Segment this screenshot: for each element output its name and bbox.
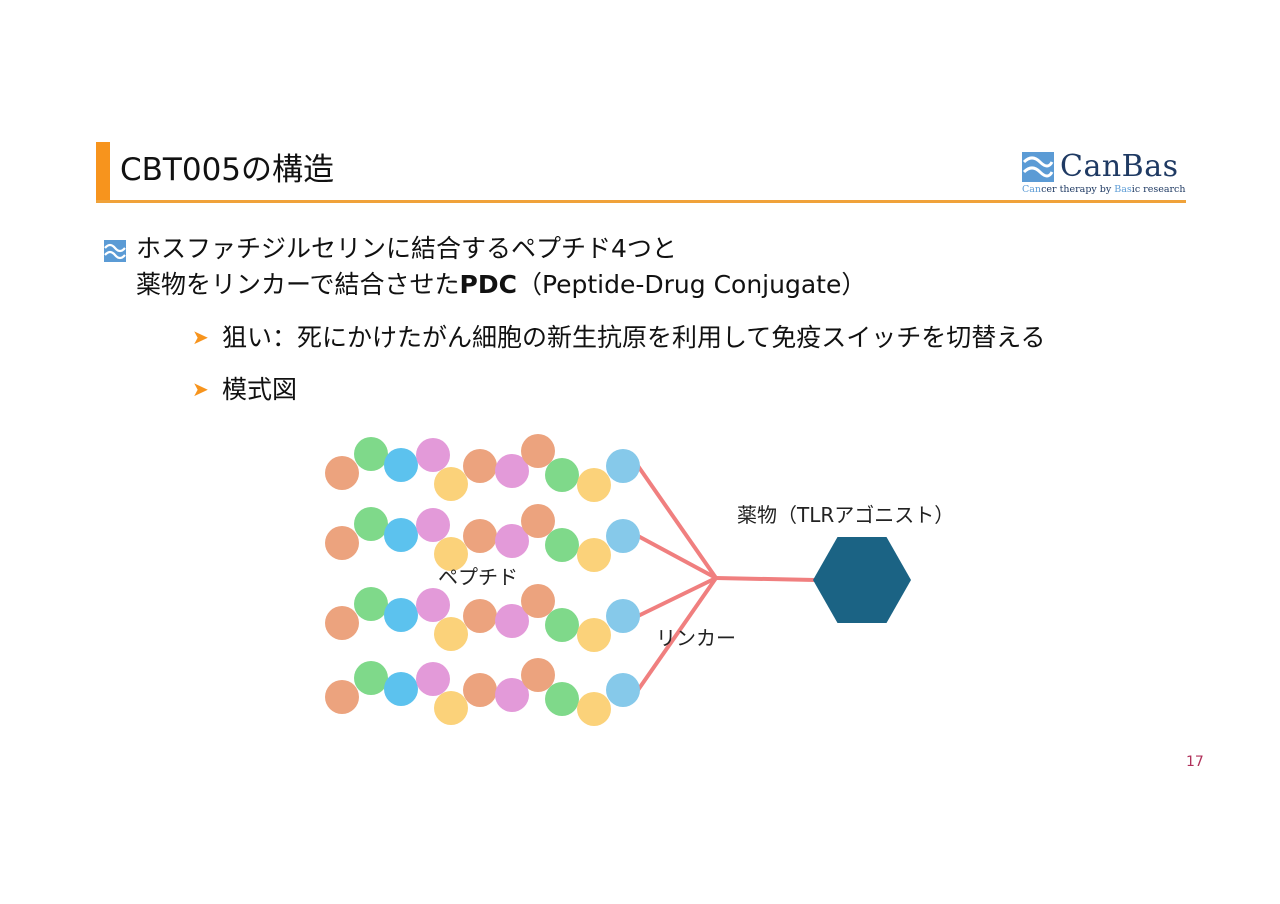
peptide-bead — [325, 526, 359, 560]
linker-lines — [636, 464, 816, 692]
peptide-bead — [325, 456, 359, 490]
peptide-bead — [416, 508, 450, 542]
peptide-bead — [521, 584, 555, 618]
peptide-bead — [545, 458, 579, 492]
peptide-bead — [463, 599, 497, 633]
peptide-bead — [463, 519, 497, 553]
peptide-bead — [325, 680, 359, 714]
peptide-bead — [416, 588, 450, 622]
peptide-bead — [521, 434, 555, 468]
peptide-bead — [521, 658, 555, 692]
peptide-bead — [545, 682, 579, 716]
linker-line — [636, 464, 718, 580]
peptide-bead — [354, 507, 388, 541]
peptide-chains — [325, 434, 640, 726]
logo-name: CanBas — [1060, 149, 1179, 184]
peptide-bead — [384, 518, 418, 552]
page-number: 17 — [1186, 754, 1204, 770]
peptide-bead — [495, 678, 529, 712]
linker-line — [637, 576, 717, 618]
title-underline — [96, 200, 1186, 203]
peptide-bead — [606, 673, 640, 707]
title-accent-bar — [96, 142, 110, 202]
peptide-bead — [606, 599, 640, 633]
linker-line — [637, 534, 717, 580]
peptide-bead — [521, 504, 555, 538]
peptide-bead — [577, 538, 611, 572]
bullet-icon — [104, 240, 126, 262]
linker-label: リンカー — [656, 626, 736, 650]
peptide-bead — [495, 524, 529, 558]
peptide-bead — [416, 438, 450, 472]
logo-tagline: Cancer therapy by Basic research — [1022, 184, 1186, 195]
main-bullet-line2: 薬物をリンカーで結合させたPDC（Peptide-Drug Conjugate） — [136, 270, 867, 299]
peptide-bead — [545, 528, 579, 562]
peptide-bead — [325, 606, 359, 640]
sub-bullet-aim: ➤狙い：死にかけたがん細胞の新生抗原を利用して免疫スイッチを切替える — [192, 320, 1046, 355]
arrow-bullet-icon: ➤ — [192, 377, 209, 401]
peptide-bead — [434, 691, 468, 725]
canbas-logo-icon — [1022, 152, 1054, 182]
peptide-bead — [545, 608, 579, 642]
page-title: CBT005の構造 — [120, 152, 335, 188]
peptide-bead — [577, 618, 611, 652]
peptide-bead — [354, 587, 388, 621]
drug-label: 薬物（TLRアゴニスト） — [737, 503, 954, 527]
main-bullet-line1: ホスファチジルセリンに結合するペプチド4つと — [136, 234, 677, 263]
linker-line-to-drug — [715, 576, 816, 582]
title-bar: CBT005の構造 — [96, 142, 1186, 203]
peptide-bead — [434, 467, 468, 501]
peptide-bead — [354, 437, 388, 471]
canbas-logo: CanBas Cancer therapy by Basic research — [1020, 150, 1186, 200]
peptide-bead — [463, 673, 497, 707]
peptide-label: ペプチド — [438, 565, 518, 589]
peptide-bead — [577, 692, 611, 726]
drug-hexagon — [813, 537, 911, 623]
peptide-bead — [354, 661, 388, 695]
peptide-bead — [495, 454, 529, 488]
peptide-bead — [606, 449, 640, 483]
sub-bullet-schematic: ➤模式図 — [192, 372, 297, 407]
peptide-bead — [577, 468, 611, 502]
pdc-bold: PDC — [459, 270, 517, 299]
arrow-bullet-icon: ➤ — [192, 325, 209, 349]
peptide-bead — [384, 672, 418, 706]
peptide-bead — [434, 537, 468, 571]
peptide-bead — [416, 662, 450, 696]
peptide-bead — [384, 598, 418, 632]
peptide-bead — [384, 448, 418, 482]
peptide-bead — [495, 604, 529, 638]
peptide-bead — [606, 519, 640, 553]
peptide-bead — [434, 617, 468, 651]
linker-line — [636, 576, 718, 692]
peptide-bead — [463, 449, 497, 483]
